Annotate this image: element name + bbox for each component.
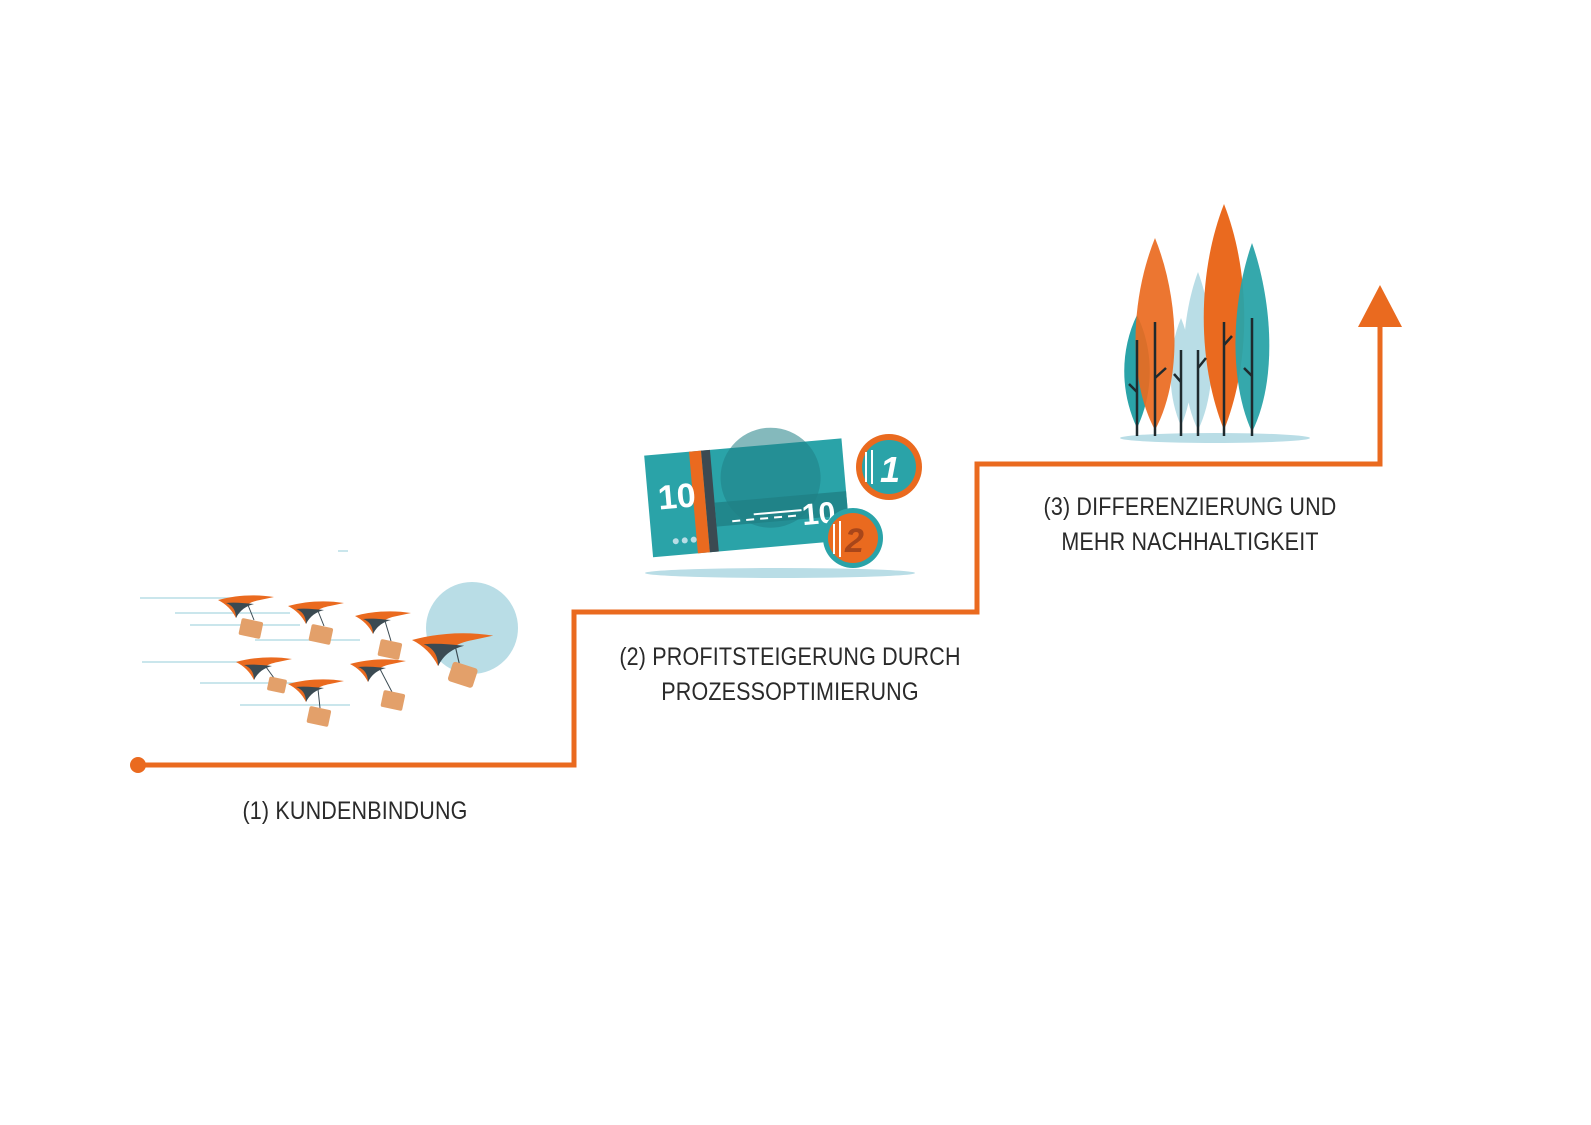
start-dot xyxy=(130,757,146,773)
bird-icon xyxy=(288,601,344,645)
label-line: MEHR NACHHALTIGKEIT xyxy=(1061,528,1319,556)
bird-icon xyxy=(355,611,411,660)
label-line: (1) KUNDENBINDUNG xyxy=(242,797,468,825)
step-path xyxy=(130,285,1402,773)
banknote-and-coins-icon: 10 10 1 2 xyxy=(644,427,922,578)
flying-birds-with-parcels-icon xyxy=(140,550,518,727)
banknote-icon: 10 10 xyxy=(644,427,851,558)
banknote-value: 10 xyxy=(656,476,697,517)
label-line: (3) DIFFERENZIERUNG UND xyxy=(1043,493,1337,521)
step-2-label: (2) PROFITSTEIGERUNG DURCH PROZESSOPTIMI… xyxy=(592,640,988,710)
bird-icon xyxy=(218,595,274,639)
tree-icon xyxy=(1203,204,1245,430)
arrow-head-icon xyxy=(1358,285,1402,327)
bird-icon xyxy=(236,657,292,694)
bird-icon xyxy=(412,633,494,688)
bird-icon xyxy=(288,679,344,727)
step-1-label: (1) KUNDENBINDUNG xyxy=(213,794,497,829)
label-line: (2) PROFITSTEIGERUNG DURCH xyxy=(619,643,961,671)
shadow xyxy=(1120,433,1310,443)
tree-trunks xyxy=(1128,318,1254,436)
coin-value: 2 xyxy=(844,522,864,560)
label-line: PROZESSOPTIMIERUNG xyxy=(661,678,919,706)
trees-icon xyxy=(1120,204,1310,443)
coin-icon: 1 xyxy=(856,434,922,500)
bird-icon xyxy=(350,659,406,711)
shadow xyxy=(645,568,915,578)
step-3-label: (3) DIFFERENZIERUNG UND MEHR NACHHALTIGK… xyxy=(1014,490,1367,560)
coin-icon: 2 xyxy=(823,508,883,568)
coin-value: 1 xyxy=(880,449,900,490)
